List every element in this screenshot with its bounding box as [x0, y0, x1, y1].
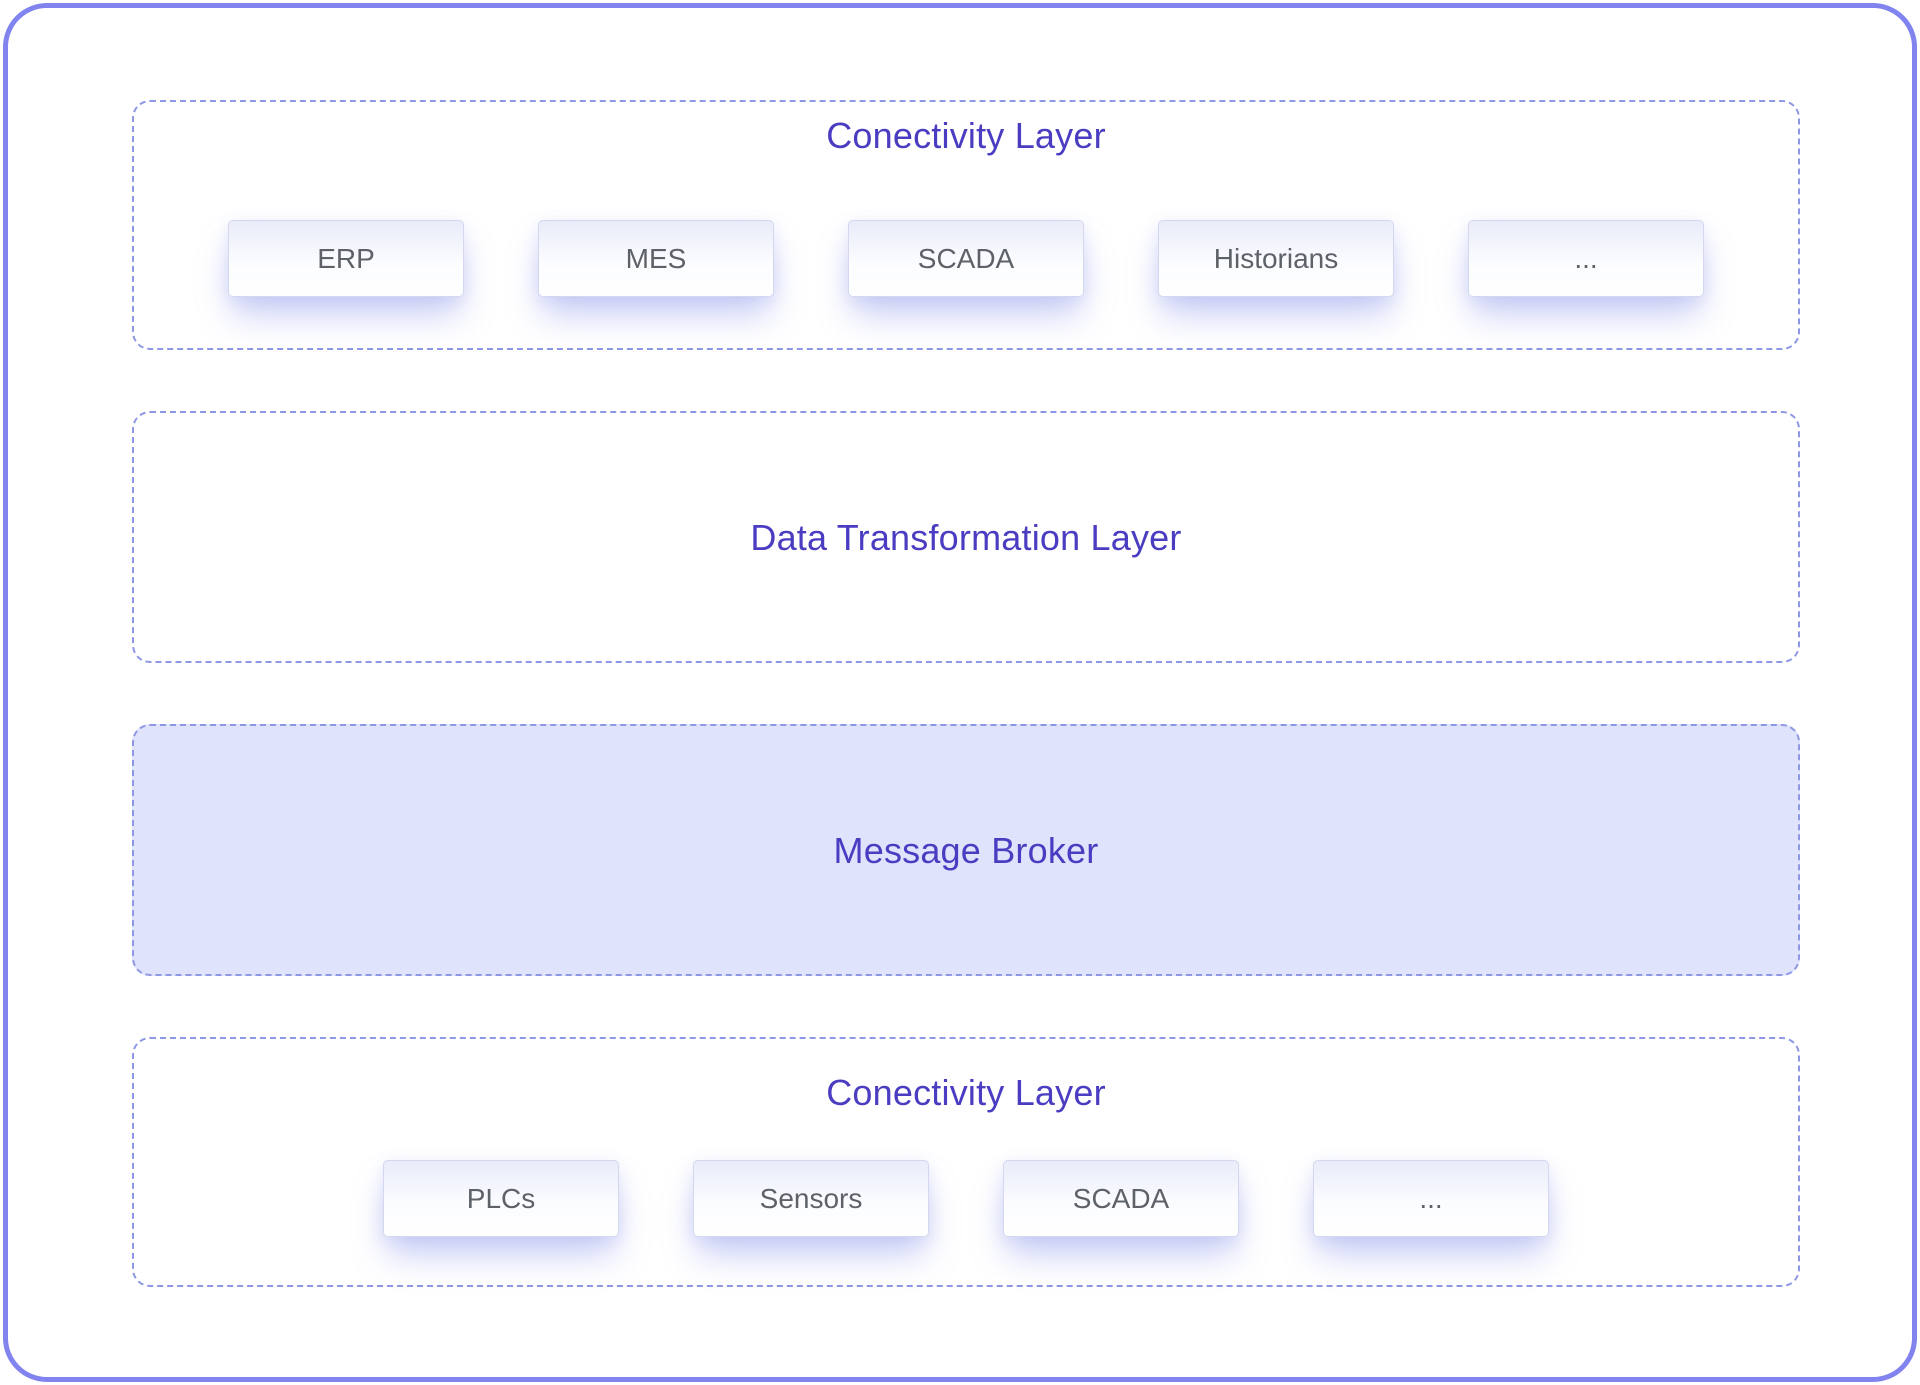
message-broker-section: Message Broker: [132, 724, 1800, 976]
system-box: Historians: [1158, 220, 1394, 297]
connectivity-layer-bottom-section: Conectivity Layer PLCs Sensors SCADA...: [132, 1037, 1800, 1287]
message-broker-title: Message Broker: [833, 829, 1099, 871]
connectivity-layer-top-section: Conectivity Layer ERP MES SCADA Historians.…: [132, 100, 1800, 350]
system-box: ...: [1313, 1160, 1549, 1237]
system-box: PLCs: [383, 1160, 619, 1237]
data-transformation-layer-title: Data Transformation Layer: [750, 516, 1182, 558]
diagram-frame: Conectivity Layer ERP MES SCADA Historians.…: [3, 3, 1917, 1382]
connectivity-layer-top-title: Conectivity Layer: [826, 115, 1106, 156]
connectivity-layer-bottom-title: Conectivity Layer: [826, 1072, 1106, 1113]
source-systems-row: ERP MES SCADA Historians...: [228, 220, 1704, 297]
system-box: Sensors: [693, 1160, 929, 1237]
field-systems-row: PLCs Sensors SCADA...: [383, 1160, 1549, 1237]
system-box: SCADA: [848, 220, 1084, 297]
system-box: ERP: [228, 220, 464, 297]
system-box: SCADA: [1003, 1160, 1239, 1237]
system-box: ...: [1468, 220, 1704, 297]
system-box: MES: [538, 220, 774, 297]
data-transformation-layer-section: Data Transformation Layer: [132, 411, 1800, 663]
